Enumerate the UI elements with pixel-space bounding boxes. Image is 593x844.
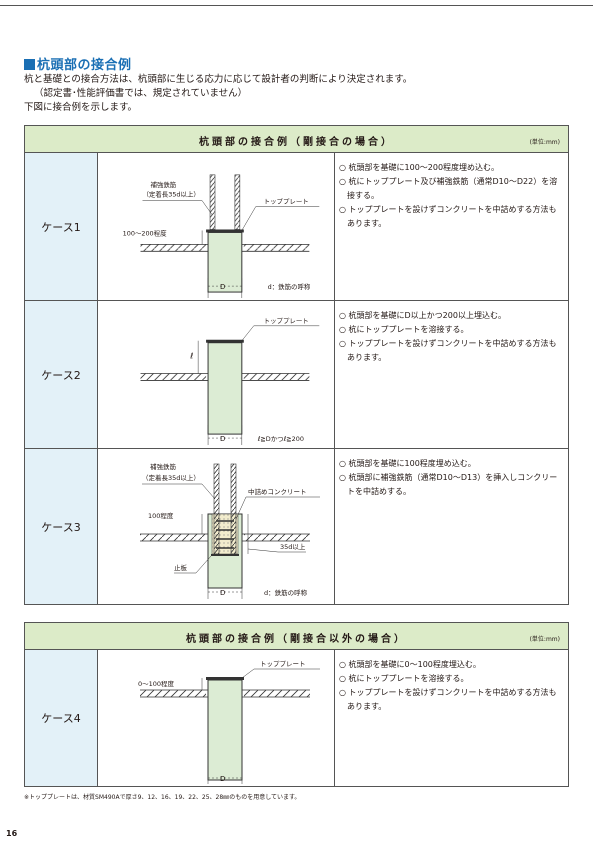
case4-d-label: D	[220, 775, 225, 783]
case2-note-1: ○ 杭頭部を基礎にD以上かつ200以上埋込む。	[339, 311, 506, 320]
case3-d-label: D	[220, 589, 225, 597]
case2-label: ケース2	[25, 301, 98, 448]
rigid-joint-table: 杭頭部の接合例（剛接合の場合） (単位:mm) ケース1	[24, 125, 569, 605]
case3-fill-label: 中詰めコンクリート	[248, 487, 307, 496]
case1-rebar-label: 補強鉄筋	[150, 180, 176, 189]
case4-top-plate	[206, 677, 244, 680]
case3-anchor-label: （定着長35d以上）	[142, 473, 200, 482]
case2-note-3: ○ トッププレートを設けずコンクリートを中詰めする方法もあります。	[339, 339, 557, 362]
case1-diagram: 補強鉄筋 （定着長35d以上） トッププレート 100～200程度 D d：鉄筋…	[123, 174, 320, 299]
case1-label: ケース1	[25, 153, 98, 300]
case3-length-label: 35d以上	[280, 542, 306, 551]
case2-notes: ○ 杭頭部を基礎にD以上かつ200以上埋込む。 ○ 杭にトッププレートを溶接する…	[339, 309, 564, 365]
case1-plate-label: トッププレート	[264, 198, 309, 206]
case4-figure: トッププレート 0～100程度 D	[98, 650, 335, 786]
case1-ground-left	[140, 244, 207, 252]
case1-d-label: D	[220, 283, 225, 291]
rigid-table-header: 杭頭部の接合例（剛接合の場合） (単位:mm)	[25, 126, 568, 153]
case4-note-1: ○ 杭頭部を基礎に0～100程度埋込む。	[339, 660, 481, 669]
case1-ground-right	[243, 244, 310, 252]
case1-note-2: ○ 杭にトッププレート及び補強鉄筋（通常D10～D22）を溶接する。	[339, 177, 558, 200]
case3-d-note: d：鉄筋の呼称	[264, 588, 308, 597]
case4-note-2: ○ 杭にトッププレートを溶接する。	[339, 674, 469, 683]
case4-pile	[207, 679, 243, 781]
case2-note-2: ○ 杭にトッププレートを溶接する。	[339, 325, 469, 334]
other-table-unit: (単位:mm)	[529, 636, 560, 643]
case3-ground-left	[140, 534, 206, 541]
case3-rebar-right	[230, 463, 237, 555]
section-title-text: 杭頭部の接合例	[37, 58, 132, 73]
case2-plate-label: トッププレート	[264, 317, 309, 325]
case3-row: ケース3	[25, 449, 568, 604]
case3-figure: 補強鉄筋 （定着長35d以上） 中詰めコンクリート 100程度 35d以上 止板…	[98, 449, 335, 604]
case2-condition: ℓ≧Dかつℓ≧200	[258, 435, 304, 443]
non-rigid-joint-table: 杭頭部の接合例（剛接合以外の場合） (単位:mm) ケース4 トッププレート 0…	[24, 622, 569, 787]
case3-stop-label: 止板	[174, 563, 188, 572]
page-number: 16	[6, 829, 18, 838]
rigid-table-unit: (単位:mm)	[529, 139, 560, 146]
case1-d-note: d：鉄筋の呼称	[268, 282, 311, 291]
case2-ground-right	[243, 373, 310, 381]
case1-anchor-label: （定着長35d以上）	[143, 190, 200, 199]
case1-row: ケース1 補強鉄筋 （定	[25, 153, 568, 301]
footnote: ※トッププレートは、材質SM490Aで厚さ9、12、16、19、22、25、28…	[24, 794, 301, 801]
case3-rebar-left	[213, 463, 220, 555]
case4-embed-label: 0～100程度	[138, 679, 175, 688]
case4-diagram: トッププレート 0～100程度 D	[138, 660, 320, 784]
case4-notes: ○ 杭頭部を基礎に0～100程度埋込む。 ○ 杭にトッププレートを溶接する。 ○…	[339, 658, 564, 714]
case1-notes: ○ 杭頭部を基礎に100～200程度埋め込む。 ○ 杭にトッププレート及び補強鉄…	[339, 161, 564, 231]
case4-label: ケース4	[25, 650, 98, 786]
case3-label: ケース3	[25, 449, 98, 604]
case1-figure: 補強鉄筋 （定着長35d以上） トッププレート 100～200程度 D d：鉄筋…	[98, 153, 335, 300]
case1-top-plate	[206, 229, 244, 233]
case2-d-label: D	[220, 435, 225, 443]
case3-notes: ○ 杭頭部を基礎に100程度埋め込む。 ○ 杭頭部に補強鉄筋（通常D10～D13…	[339, 457, 564, 499]
rigid-table-title: 杭頭部の接合例（剛接合の場合）	[199, 137, 394, 148]
intro-line-2: （認定書･性能評価書では、規定されていません）	[34, 88, 248, 99]
case2-ground-left	[140, 373, 207, 381]
case1-note-3: ○ トッププレートを設けずコンクリートを中詰めする方法もあります。	[339, 205, 557, 228]
case3-ground-right	[244, 534, 310, 541]
case3-note-1: ○ 杭頭部を基礎に100程度埋め込む。	[339, 459, 476, 468]
case1-rebar-left	[209, 174, 216, 230]
case4-ground-right	[244, 690, 310, 697]
case4-note-3: ○ トッププレートを設けずコンクリートを中詰めする方法もあります。	[339, 688, 557, 711]
case3-embed-label: 100程度	[148, 511, 174, 520]
case3-stop-plate	[211, 554, 239, 556]
case3-note-2: ○ 杭頭部に補強鉄筋（通常D10～D13）を挿入しコンクリートを中詰めする。	[339, 473, 558, 496]
case1-note-1: ○ 杭頭部を基礎に100～200程度埋め込む。	[339, 163, 500, 172]
case3-diagram: 補強鉄筋 （定着長35d以上） 中詰めコンクリート 100程度 35d以上 止板…	[140, 462, 320, 599]
square-bullet-icon	[24, 59, 35, 70]
case2-ell-label: ℓ	[189, 352, 193, 361]
intro-line-1: 杭と基礎との接合方法は、杭頭部に生じる応力に応じて設計者の判断により決定されます…	[24, 74, 413, 85]
case4-row: ケース4 トッププレート 0～100程度 D ○ 杭頭部を基礎に0～100程度埋…	[25, 650, 568, 786]
case2-diagram: トッププレート ℓ D ℓ≧Dかつℓ≧200	[140, 317, 320, 446]
case2-top-plate	[206, 339, 244, 343]
other-table-title: 杭頭部の接合例（剛接合以外の場合）	[186, 634, 407, 645]
other-table-header: 杭頭部の接合例（剛接合以外の場合） (単位:mm)	[25, 623, 568, 650]
case1-pile	[207, 231, 243, 293]
case3-rebar-label: 補強鉄筋	[150, 462, 177, 471]
top-rule	[0, 5, 593, 6]
case4-plate-label: トッププレート	[260, 660, 306, 668]
case1-embed-label: 100～200程度	[123, 228, 167, 237]
case2-figure: トッププレート ℓ D ℓ≧Dかつℓ≧200	[98, 301, 335, 448]
case2-row: ケース2 トッププレート ℓ D ℓ≧Dかつℓ≧200 ○ 杭頭部を	[25, 301, 568, 449]
case2-pile	[207, 342, 243, 435]
case1-rebar-right	[234, 174, 241, 230]
section-title: 杭頭部の接合例	[24, 54, 132, 73]
case4-ground-left	[140, 690, 206, 697]
intro-line-3: 下図に接合例を示します。	[24, 102, 138, 113]
